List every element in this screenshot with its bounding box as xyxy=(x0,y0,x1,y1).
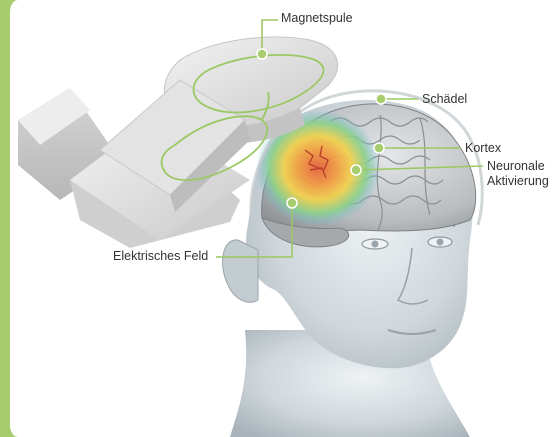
label-skull: Schädel xyxy=(422,92,467,107)
label-neuronal-line1: Neuronale xyxy=(487,159,549,174)
label-magnetic-coil: Magnetspule xyxy=(281,11,353,26)
label-electric-field: Elektrisches Feld xyxy=(113,249,208,264)
label-neuronal-line2: Aktivierung xyxy=(487,174,549,189)
label-neuronal-activation: Neuronale Aktivierung xyxy=(487,159,549,189)
ear xyxy=(223,240,258,302)
label-cortex: Kortex xyxy=(465,141,501,156)
